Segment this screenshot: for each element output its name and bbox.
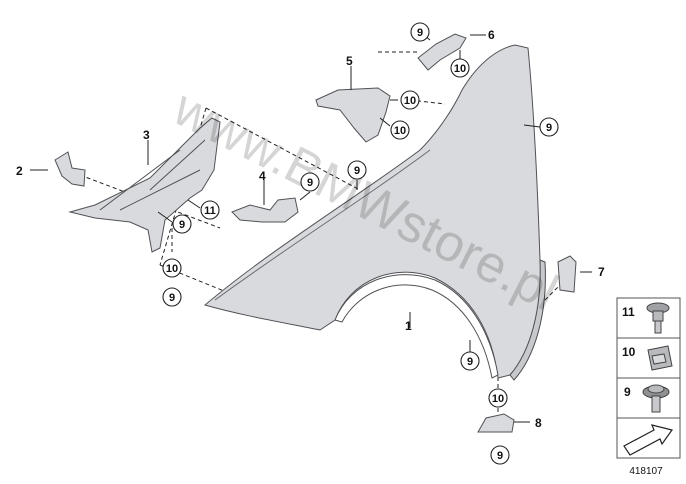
svg-text:10: 10 — [492, 393, 504, 405]
svg-text:10: 10 — [454, 63, 466, 75]
callout-circle: 9 — [539, 117, 559, 137]
legend-number: 9 — [624, 385, 631, 399]
callout-circle: 9 — [410, 22, 430, 42]
bracket-part-4 — [231, 197, 299, 223]
fender-part — [203, 44, 546, 381]
document-number: 418107 — [629, 466, 663, 477]
mounting-bracket-part-5 — [315, 87, 391, 143]
bottom-bracket-part-8 — [477, 413, 515, 433]
callout-circle: 10 — [400, 90, 420, 110]
callout-circle: 9 — [162, 287, 182, 307]
callout-circle: 9 — [490, 445, 510, 465]
support-frame-part-3 — [68, 117, 221, 253]
svg-text:11: 11 — [204, 205, 216, 217]
screw-icon — [646, 302, 670, 334]
svg-text:9: 9 — [179, 219, 185, 231]
leader-lines — [30, 31, 592, 423]
svg-text:9: 9 — [546, 122, 552, 134]
part-label-1: 1 — [405, 319, 412, 333]
callout-circle: 10 — [162, 258, 182, 278]
fastener-callouts: 9 10 10 10 9 9 9 11 9 10 9 9 10 9 — [162, 22, 559, 465]
part-label-7: 7 — [598, 265, 605, 279]
legend-number: 10 — [622, 345, 636, 359]
part-label-4: 4 — [259, 169, 266, 183]
svg-text:10: 10 — [404, 95, 416, 107]
collar-screw-icon — [642, 384, 670, 413]
part-label-5: 5 — [346, 54, 353, 68]
fastener-legend: 11 10 9 418107 — [616, 297, 681, 477]
callout-circle: 10 — [488, 388, 508, 408]
svg-text:9: 9 — [307, 177, 313, 189]
svg-text:10: 10 — [166, 263, 178, 275]
top-bracket-part-6 — [417, 33, 467, 71]
legend-number: 11 — [622, 305, 635, 319]
side-clip-part-7 — [557, 255, 577, 293]
arrow-icon — [623, 424, 674, 456]
callout-circle: 10 — [390, 120, 410, 140]
svg-text:9: 9 — [169, 292, 175, 304]
svg-text:10: 10 — [394, 125, 406, 137]
callout-circle: 9 — [347, 160, 367, 180]
part-numbers: 1 2 3 4 5 6 7 8 — [16, 28, 605, 430]
svg-text:9: 9 — [354, 165, 360, 177]
callout-circle: 9 — [172, 214, 192, 234]
part-label-3: 3 — [143, 128, 150, 142]
callout-circle: 9 — [460, 351, 480, 371]
callout-circle: 11 — [200, 200, 220, 220]
part-label-2: 2 — [16, 164, 23, 178]
bracket-part-2 — [54, 151, 86, 187]
part-label-8: 8 — [535, 416, 542, 430]
clip-nut-icon — [647, 345, 673, 371]
svg-text:9: 9 — [417, 27, 423, 39]
svg-text:9: 9 — [467, 356, 473, 368]
part-label-6: 6 — [488, 28, 495, 42]
svg-text:9: 9 — [497, 450, 503, 462]
callout-circle: 9 — [300, 172, 320, 192]
callout-circle: 10 — [450, 58, 470, 78]
